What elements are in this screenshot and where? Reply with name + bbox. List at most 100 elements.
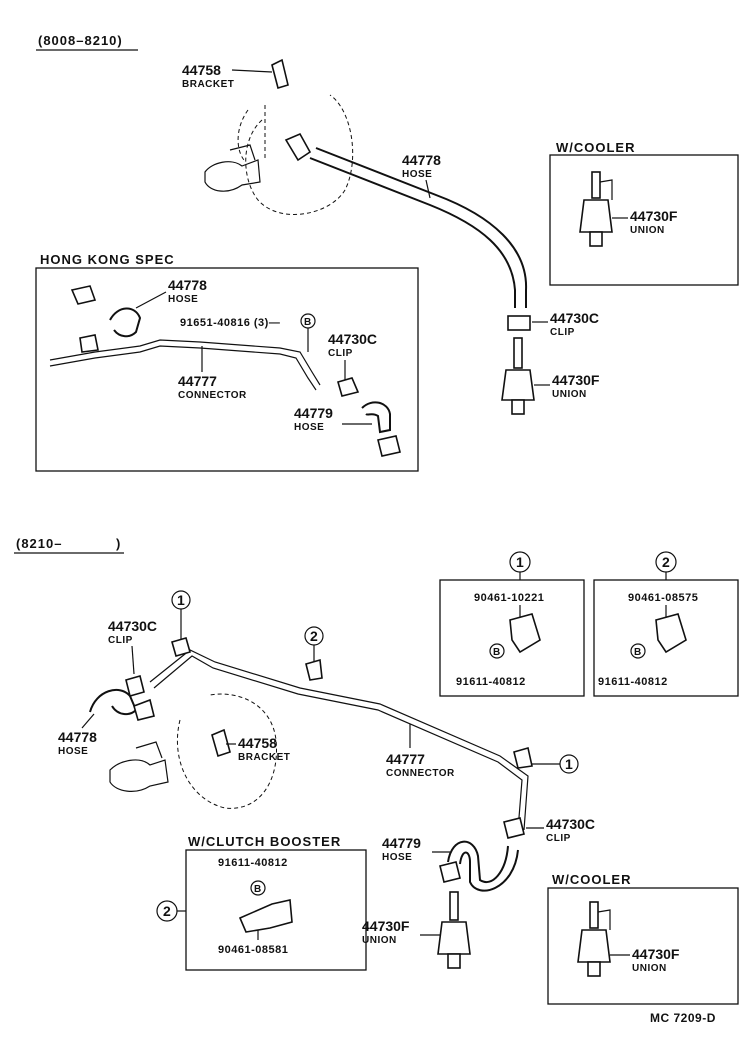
hk-valve [70,285,97,305]
hk-hose2-label: HOSE [294,422,324,433]
master-cylinder [204,159,261,192]
clamp-box-1 [439,579,585,697]
connector-44777-late-edge [153,655,523,831]
section-late-heading: (8210– [16,536,62,551]
union-tip [511,399,525,415]
booster-outline-late [176,693,278,809]
union-partno-late: 44730F [362,918,410,934]
clamp2-partno: 90461-08575 [628,592,698,604]
hong-kong-box [35,267,419,472]
union-label: UNION [552,389,587,400]
cooler-union-top [579,199,613,233]
cooler-union-label-bottom: UNION [632,963,667,974]
clamp-2-mid [305,658,323,681]
hk-connector-44777-edge [49,345,317,391]
union-stem [513,337,523,369]
callout-2-mid-text: 2 [310,628,318,644]
reservoir-late [135,741,163,759]
clip-partno-late: 44730C [108,618,157,634]
cooler-union-side-bottom [597,909,611,930]
union-44730f [501,369,535,401]
clamp2-bolt-partno: 91611-40812 [598,676,668,688]
clamp-box-2-num: 2 [662,554,670,570]
cooler-union-stem-top [591,171,601,199]
clutch-booster-box [185,849,367,971]
bracket-leader [231,69,273,73]
callout-1-left-text: 1 [177,592,185,608]
hk-union [79,334,99,353]
cooler-box-bottom [547,887,739,1005]
booster-outline [245,94,354,215]
hose-44778-late [89,688,138,716]
hk-hose-leader [135,291,167,309]
clutch-booster-num: 2 [163,903,171,919]
clamp1-bolt-partno: 91611-40812 [456,676,526,688]
clamp2-shape [655,613,687,654]
cooler-union-side-top [599,179,613,200]
clip-44730c [507,315,531,331]
booster-outline-inner [237,109,249,161]
clutch-clamp-shape [238,899,293,933]
clip-44730c-late [125,675,145,697]
diagram-code: MC 7209-D [650,1011,716,1025]
cooler-union-stem-bottom [589,901,599,929]
connector-label-late: CONNECTOR [386,768,455,779]
bracket-partno: 44758 [182,62,221,78]
hose-leader [425,179,431,199]
clutch-bolt-partno: 91611-40812 [218,857,288,869]
hk-clip-partno: 44730C [328,331,377,347]
hose-44779-late [447,840,509,883]
callout-1-right-text: 1 [565,756,573,772]
cooler-union-label-top: UNION [630,225,665,236]
hose-leader-late [81,713,95,729]
clip-leader-late [131,645,135,675]
valve-late [133,698,155,721]
check-valve [284,132,312,162]
hk-connector-partno: 44777 [178,373,217,389]
bracket-44758-late [211,728,231,758]
clutch-clamp-partno: 90461-08581 [218,944,288,956]
clamp1-bolt-b-circle [489,643,505,659]
union-tip-late [447,953,461,969]
cooler-heading-top: W/COOLER [556,140,636,155]
hong-kong-heading: HONG KONG SPEC [40,252,175,267]
hk-bolt-b: B [304,317,312,328]
clip-label: CLIP [550,327,575,338]
cooler-union-partno-top: 44730F [630,208,678,224]
clamp2-bolt-b-circle [630,643,646,659]
section-late-heading-end: ) [116,536,121,551]
hose2-label-late: HOSE [382,852,412,863]
master-cylinder-late [109,759,169,792]
clamp-box-1-num: 1 [516,554,524,570]
clip-partno: 44730C [550,310,599,326]
hk-hose2-partno: 44779 [294,405,333,421]
clutch-bolt-b-circle [250,880,266,896]
connector-partno-late: 44777 [386,751,425,767]
hose2-partno-late: 44779 [382,835,421,851]
hk-hose-44779 [361,401,391,434]
clamp-1-left [171,637,191,657]
section-early-heading: (8008–8210) [38,33,123,48]
cooler-box-top [549,154,739,286]
section-late: (8210– ) 44758 BRACKET 44778 HOSE 44730C… [14,536,739,1025]
cooler-union-bottom [577,929,611,963]
clutch-booster-heading: W/CLUTCH BOOSTER [188,834,341,849]
clip-partno-late-right: 44730C [546,816,595,832]
hk-clip-44730c [337,377,360,397]
clamp2-bolt-b: B [634,647,642,658]
union-label-late: UNION [362,935,397,946]
clamp-1-right [513,746,533,769]
hk-hose-partno: 44778 [168,277,207,293]
hk-bolt-partno: 91651-40816 (3)— [180,317,280,329]
cooler-union-tip-top [589,231,603,247]
hk-bottom-clip [377,435,401,457]
bracket-label-late: BRACKET [238,752,290,763]
clamp1-shape [509,613,541,654]
cooler-union-tip-bottom [587,961,601,977]
hose-44779-late-edge [459,849,519,892]
hose-44778 [309,157,516,308]
hose-clip-late [439,861,461,883]
union-stem-late [449,891,459,921]
